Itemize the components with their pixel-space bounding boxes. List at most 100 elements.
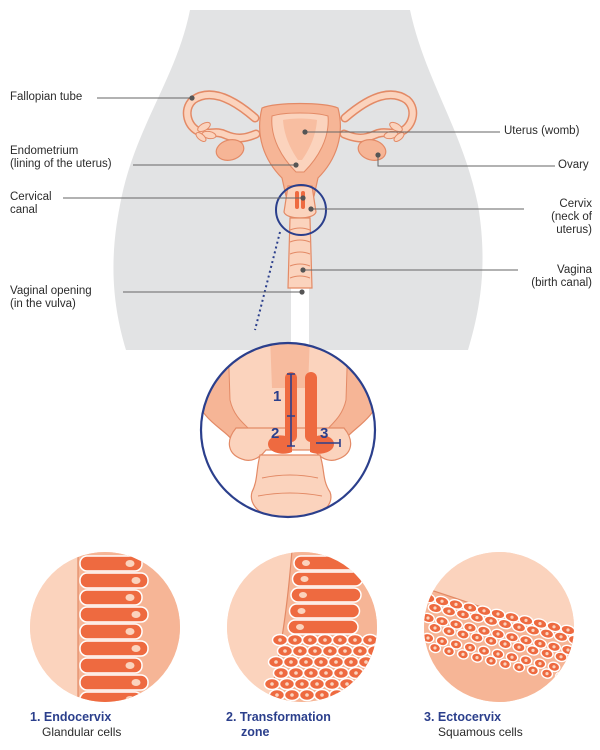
- tz-squamous-cell-nucleus: [349, 660, 353, 664]
- squamous-cell-nucleus: [510, 616, 513, 619]
- squamous-cell-nucleus: [433, 606, 436, 609]
- glandular-cell-nucleus: [132, 645, 141, 652]
- squamous-cell-nucleus: [517, 666, 520, 669]
- squamous-cell-nucleus: [447, 610, 450, 613]
- tz-squamous-cell-nucleus: [309, 671, 313, 675]
- squamous-cell-nucleus: [573, 658, 576, 661]
- squamous-cell-nucleus: [489, 639, 492, 642]
- squamous-cell-nucleus: [552, 625, 555, 628]
- label-vaginal-opening-sub: (in the vulva): [10, 298, 76, 311]
- squamous-cell-nucleus: [440, 620, 443, 623]
- tz-squamous-cell-nucleus: [360, 682, 364, 686]
- squamous-cell-nucleus: [461, 633, 464, 636]
- label-vaginal-opening: Vaginal opening: [10, 285, 92, 298]
- squamous-cell-nucleus: [468, 646, 471, 649]
- tz-squamous-cell-nucleus: [289, 660, 293, 664]
- squamous-cell-nucleus: [426, 616, 429, 619]
- squamous-cell-nucleus: [440, 640, 443, 643]
- squamous-cell-nucleus: [538, 622, 541, 625]
- squamous-cell-nucleus: [440, 600, 443, 603]
- cervical-canal-left: [295, 191, 299, 209]
- tz-squamous-cell-nucleus: [335, 693, 339, 697]
- squamous-cell-nucleus: [531, 669, 534, 672]
- transformation-zone-cell-view: [227, 550, 383, 705]
- squamous-cell-nucleus: [559, 655, 562, 658]
- tz-squamous-cell-nucleus: [328, 649, 332, 653]
- caption-transformation-title: 2. Transformation: [226, 710, 331, 724]
- squamous-cell-nucleus: [503, 662, 506, 665]
- squamous-cell-nucleus: [566, 648, 569, 651]
- caption-ectocervix-title: 3. Ectocervix: [424, 710, 501, 724]
- squamous-cell-nucleus: [433, 626, 436, 629]
- label-uterus: Uterus (womb): [504, 125, 579, 138]
- glandular-cell-nucleus: [126, 662, 135, 669]
- squamous-cell-nucleus: [573, 678, 576, 681]
- squamous-cell-nucleus: [426, 636, 429, 639]
- squamous-cell-nucleus: [510, 656, 513, 659]
- squamous-cell-nucleus: [531, 629, 534, 632]
- tz-squamous-cell-nucleus: [343, 649, 347, 653]
- label-endometrium-sub: (lining of the uterus): [10, 158, 112, 171]
- tz-squamous-cell-nucleus: [315, 682, 319, 686]
- squamous-cell-nucleus: [475, 616, 478, 619]
- squamous-cell-nucleus: [461, 613, 464, 616]
- squamous-cell: [569, 674, 582, 686]
- tz-squamous-cell-nucleus: [305, 693, 309, 697]
- tz-squamous-cell-nucleus: [364, 660, 368, 664]
- glandular-cell-nucleus: [126, 628, 135, 635]
- zoom-marker-3: 3: [320, 425, 328, 442]
- tz-glandular-cell-nucleus: [298, 608, 306, 614]
- tz-squamous-cell-nucleus: [353, 638, 357, 642]
- squamous-cell-nucleus: [433, 646, 436, 649]
- label-endometrium: Endometrium: [10, 145, 78, 158]
- tz-glandular-cell-nucleus: [302, 560, 310, 566]
- squamous-cell-nucleus: [503, 622, 506, 625]
- glandular-cell-nucleus: [126, 696, 135, 703]
- tz-squamous-cell-nucleus: [270, 682, 274, 686]
- squamous-cell-nucleus: [447, 650, 450, 653]
- squamous-cell-nucleus: [503, 642, 506, 645]
- zoomed-cervix-view: 1 2 3: [196, 330, 380, 520]
- tz-squamous-cell-nucleus: [278, 638, 282, 642]
- caption-transformation-title2: zone: [241, 725, 269, 739]
- squamous-cell-nucleus: [482, 609, 485, 612]
- label-cervical-canal: canal: [10, 204, 38, 217]
- squamous-cell-nucleus: [566, 668, 569, 671]
- label-cervical: Cervical: [10, 191, 52, 204]
- squamous-cell-nucleus: [461, 653, 464, 656]
- zoom-marker-1: 1: [273, 388, 281, 405]
- caption-endocervix-subtitle: Glandular cells: [42, 725, 121, 739]
- tz-squamous-cell-nucleus: [338, 638, 342, 642]
- tz-squamous-cell-nucleus: [369, 671, 373, 675]
- tz-squamous-cell-nucleus: [279, 671, 283, 675]
- squamous-cell: [561, 664, 575, 676]
- squamous-cell-nucleus: [517, 626, 520, 629]
- tz-squamous-cell-nucleus: [298, 649, 302, 653]
- squamous-cell-nucleus: [545, 672, 548, 675]
- squamous-cell-nucleus: [559, 675, 562, 678]
- squamous-cell-nucleus: [524, 639, 527, 642]
- squamous-cell-nucleus: [426, 596, 429, 599]
- tz-squamous-cell-nucleus: [324, 671, 328, 675]
- squamous-cell-nucleus: [538, 642, 541, 645]
- tz-squamous-cell: [355, 679, 370, 690]
- squamous-cell-nucleus: [454, 623, 457, 626]
- tz-squamous-cell-nucleus: [323, 638, 327, 642]
- squamous-cell-nucleus: [489, 619, 492, 622]
- tz-squamous-cell-nucleus: [368, 638, 372, 642]
- label-fallopian-tube: Fallopian tube: [10, 91, 82, 104]
- zoom-marker-2: 2: [271, 425, 279, 442]
- tz-glandular-cell-nucleus: [301, 576, 309, 582]
- squamous-cell-nucleus: [531, 649, 534, 652]
- squamous-cell-nucleus: [482, 629, 485, 632]
- squamous-cell-nucleus: [552, 645, 555, 648]
- squamous-cell-nucleus: [454, 643, 457, 646]
- tz-squamous-cell-nucleus: [334, 660, 338, 664]
- tz-squamous-cell-nucleus: [274, 660, 278, 664]
- tz-squamous-cell-nucleus: [290, 693, 294, 697]
- squamous-cell-nucleus: [524, 619, 527, 622]
- glandular-cell-nucleus: [132, 679, 141, 686]
- label-vagina-sub: (birth canal): [531, 277, 592, 290]
- tz-squamous-cell-nucleus: [350, 693, 354, 697]
